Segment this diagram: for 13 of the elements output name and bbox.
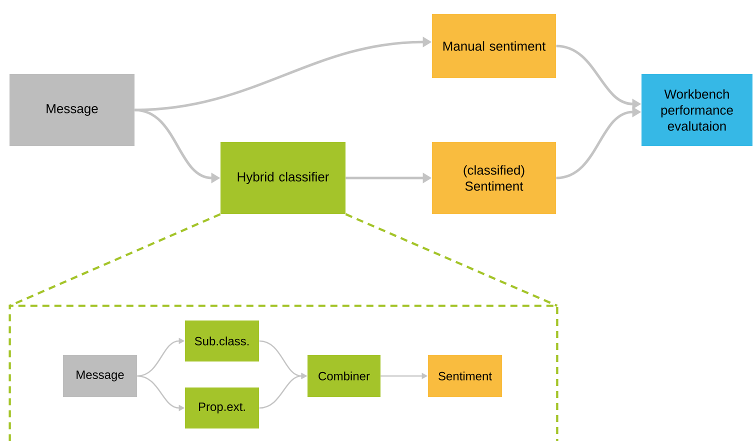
classifier-box: Hybrid classifier — [220, 142, 346, 214]
zoom-line — [9, 213, 221, 307]
evaluation-box: Workbench performance evalutaion — [642, 74, 752, 146]
sentiment-box: (classified) Sentiment — [432, 142, 556, 214]
sentiment-box: Manual sentiment — [432, 14, 556, 78]
message-box: Message — [10, 74, 134, 146]
classifier-box: Combiner — [308, 355, 380, 397]
sentiment-box: Sentiment — [428, 355, 502, 397]
zoom-frame — [8, 304, 558, 441]
classifier-box: Sub.class. — [185, 320, 259, 362]
classifier-box: Prop.ext. — [185, 388, 259, 428]
zoom-line — [345, 213, 558, 307]
message-box: Message — [63, 355, 137, 397]
